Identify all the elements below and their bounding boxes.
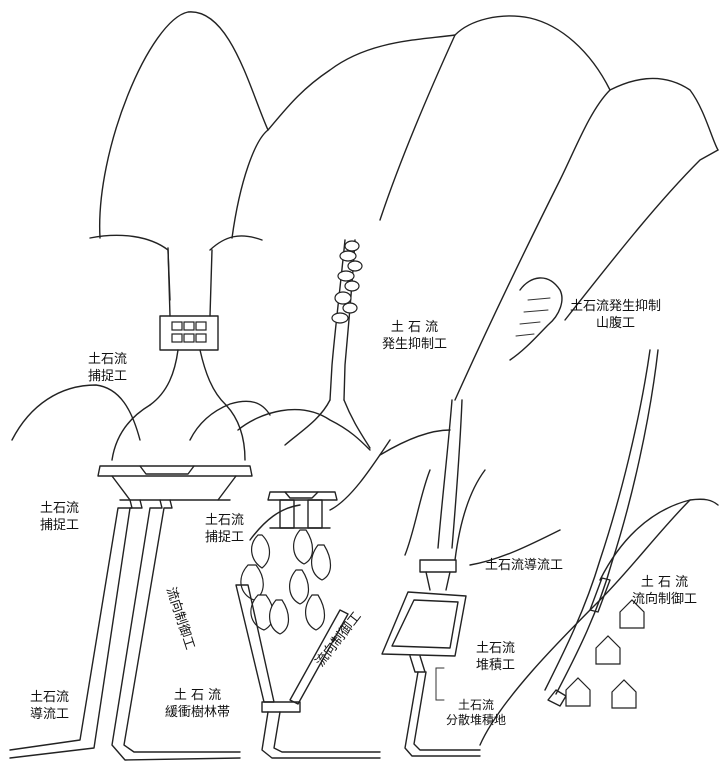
capture-dam-middle [267,491,338,529]
label-flow-direction-right: 土 石 流流向制御工 [632,575,698,607]
capture-dam-upper [149,247,227,406]
label-capture-upper: 土石流捕捉工 [88,352,128,384]
guide-channels-left [9,499,241,761]
guide-channels-middle [261,711,381,759]
channel-left-upper [111,404,246,461]
right-flow-channel [544,349,659,707]
label-capture-middle: 土石流捕捉工 [205,513,245,545]
capture-dam-left [97,465,253,501]
buffer-forest-trees [240,529,332,635]
label-dispersed-deposit: 土石流分散堆積地 [446,698,507,727]
label-generation-control: 土 石 流発生抑制工 [382,320,448,352]
hillside-works [509,277,563,361]
deposit-basin [381,591,481,757]
guide-channel-right [419,399,463,591]
label-buffer-forest: 土 石 流緩衝樹林帯 [165,688,231,720]
flow-direction-walls-middle [235,584,349,713]
houses [565,599,645,709]
generation-control-channel [284,239,371,449]
label-hillside-control: 土石流発生抑制山腹工 [570,299,662,331]
label-guide-right: 土石流導流工 [485,558,564,573]
label-capture-left: 土石流捕捉工 [40,501,80,533]
label-guide-left: 土石流導流工 [30,690,70,722]
label-deposit-work: 土石流堆積工 [476,641,516,673]
dispersed-deposit-bracket [435,667,445,701]
